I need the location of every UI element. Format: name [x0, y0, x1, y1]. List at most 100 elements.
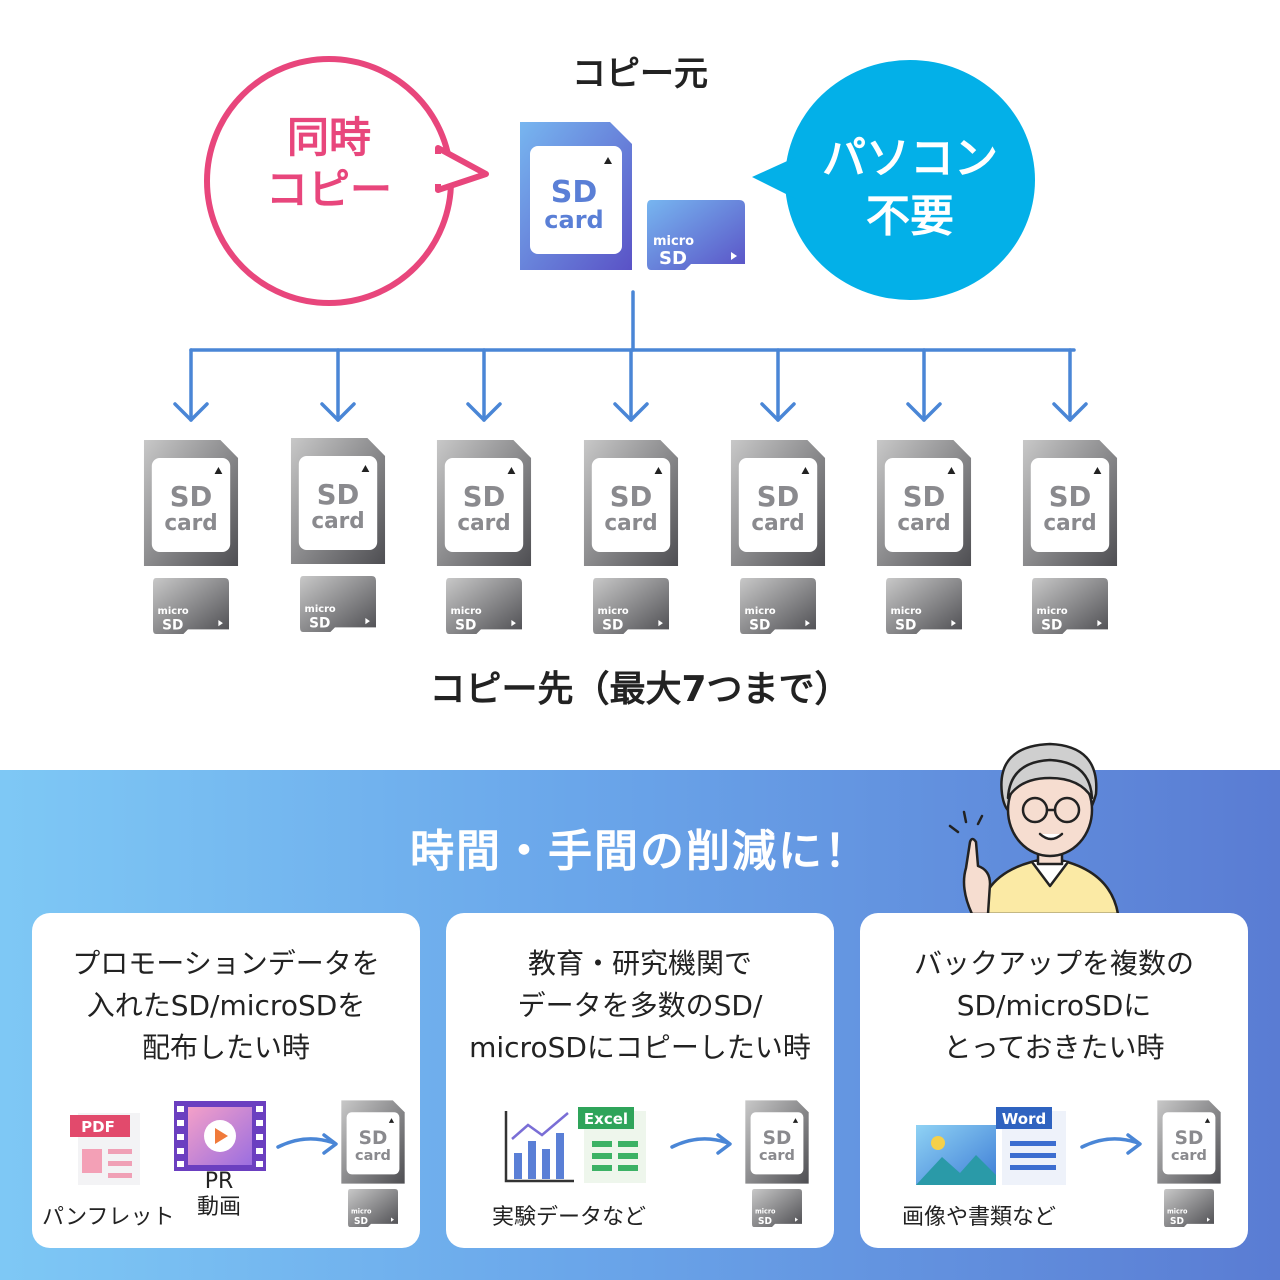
copy-arrow-head [320, 402, 356, 422]
svg-text:card: card [897, 511, 950, 536]
copy-arrow-head [173, 402, 209, 422]
svg-text:card: card [751, 511, 804, 536]
panel-sd-card-icon: SD card [340, 1099, 406, 1189]
use-case-panel-backup: バックアップを複数の SD/microSDに とっておきたい時 Word 画像や… [860, 913, 1248, 1248]
bubble-pointer-left [430, 145, 489, 193]
svg-text:SD: SD [1175, 1128, 1204, 1149]
bubble-right-line1: パソコン [822, 133, 998, 184]
svg-text:micro: micro [653, 234, 694, 249]
svg-text:SD: SD [170, 480, 213, 513]
image-photo-icon [916, 1125, 996, 1185]
svg-text:micro: micro [598, 606, 629, 617]
use-case-panel-research: 教育・研究機関で データを多数のSD/ microSDにコピーしたい時 Exce… [446, 913, 834, 1248]
svg-text:card: card [604, 511, 657, 536]
destination-microsd-icon: micro SD [153, 578, 229, 638]
svg-text:SD: SD [602, 617, 623, 633]
panel-description: バックアップを複数の SD/microSDに とっておきたい時 [913, 947, 1194, 1064]
svg-text:PDF: PDF [81, 1118, 115, 1136]
bubble-pointer-right [752, 157, 796, 199]
panel-description: 教育・研究機関で データを多数のSD/ microSDにコピーしたい時 [469, 947, 811, 1064]
panel-microsd-icon: micro SD [348, 1189, 398, 1231]
destination-microsd-icon: micro SD [446, 578, 522, 638]
svg-text:SD: SD [895, 617, 916, 633]
bubble-left-line2: コピー [265, 165, 392, 214]
svg-text:card: card [1171, 1148, 1207, 1164]
caption-pamphlet: パンフレット [42, 1205, 175, 1230]
bubble-left-line1: 同時 [286, 113, 371, 162]
source-title: コピー元 [572, 54, 708, 94]
destination-microsd-icon: micro SD [300, 576, 376, 636]
svg-text:SD: SD [317, 478, 360, 511]
svg-text:card: card [164, 511, 217, 536]
excel-spreadsheet-icon: Excel [578, 1107, 646, 1183]
svg-text:SD: SD [749, 617, 770, 633]
pdf-document-icon: PDF [70, 1113, 140, 1185]
svg-text:micro: micro [745, 606, 776, 617]
destination-sd-card-icon: SD card [582, 438, 680, 572]
svg-text:SD: SD [757, 480, 800, 513]
destination-sd-card-icon: SD card [142, 438, 240, 572]
svg-text:card: card [759, 1148, 795, 1164]
destination-sd-card-icon: SD card [289, 436, 387, 570]
no-pc-needed-text: パソコン 不要 [795, 130, 1025, 246]
svg-text:SD: SD [659, 248, 687, 269]
svg-text:SD: SD [903, 480, 946, 513]
bubble-right-line2: 不要 [866, 191, 954, 242]
svg-text:micro: micro [755, 1207, 776, 1215]
word-document-icon: Word [996, 1107, 1066, 1185]
copy-arrow-head [466, 402, 502, 422]
destination-microsd-icon: micro SD [593, 578, 669, 638]
copy-arrow-head [613, 402, 649, 422]
panel-microsd-icon: micro SD [752, 1189, 802, 1231]
arrow-icon [1080, 1133, 1142, 1155]
panel-sd-card-icon: SD card [1156, 1099, 1222, 1189]
svg-text:SD: SD [455, 617, 476, 633]
svg-text:SD: SD [309, 615, 330, 631]
caption-experiment-data: 実験データなど [492, 1205, 647, 1230]
svg-text:SD: SD [1049, 480, 1092, 513]
destination-microsd-icon: micro SD [1032, 578, 1108, 638]
svg-text:SD: SD [763, 1128, 792, 1149]
svg-text:SD: SD [551, 175, 598, 210]
destination-sd-card-icon: SD card [729, 438, 827, 572]
svg-text:card: card [1043, 511, 1096, 536]
panel-sd-card-icon: SD card [744, 1099, 810, 1189]
caption-pr-video: PR 動画 [196, 1169, 241, 1220]
destination-sd-card-icon: SD card [435, 438, 533, 572]
svg-text:micro: micro [891, 606, 922, 617]
simultaneous-copy-bubble [204, 56, 454, 306]
svg-text:SD: SD [1170, 1216, 1184, 1227]
svg-text:card: card [311, 509, 364, 534]
svg-text:micro: micro [351, 1207, 372, 1215]
destination-title: コピー先（最大7つまで） [429, 669, 851, 710]
use-case-panel-promotion: プロモーションデータを 入れたSD/microSDを 配布したい時 PDF パン… [32, 913, 420, 1248]
svg-text:SD: SD [162, 617, 183, 633]
destination-microsd-icon: micro SD [886, 578, 962, 638]
svg-text:card: card [457, 511, 510, 536]
svg-text:micro: micro [1037, 606, 1068, 617]
svg-text:micro: micro [1167, 1207, 1188, 1215]
svg-text:micro: micro [305, 604, 336, 615]
destination-microsd-icon: micro SD [740, 578, 816, 638]
source-microsd-icon: micro SD [647, 200, 745, 270]
svg-text:card: card [544, 206, 603, 234]
panel-microsd-icon: micro SD [1164, 1189, 1214, 1231]
svg-text:SD: SD [354, 1216, 368, 1227]
video-film-icon [174, 1101, 266, 1171]
copy-arrow-head [1052, 402, 1088, 422]
svg-text:SD: SD [610, 480, 653, 513]
destination-sd-card-icon: SD card [1021, 438, 1119, 572]
svg-text:SD: SD [1041, 617, 1062, 633]
svg-text:card: card [355, 1148, 391, 1164]
copy-arrow-head [906, 402, 942, 422]
copy-arrow-head [760, 402, 796, 422]
svg-text:Word: Word [1002, 1110, 1046, 1128]
svg-text:SD: SD [758, 1216, 772, 1227]
simultaneous-copy-text: 同時 コピー [210, 112, 448, 216]
destination-sd-card-icon: SD card [875, 438, 973, 572]
svg-text:SD: SD [463, 480, 506, 513]
svg-text:Excel: Excel [584, 1110, 628, 1128]
benefits-title: 時間・手間の削減に！ [410, 826, 870, 877]
arrow-icon [276, 1133, 338, 1155]
source-sd-card-icon: SD card [520, 122, 632, 270]
